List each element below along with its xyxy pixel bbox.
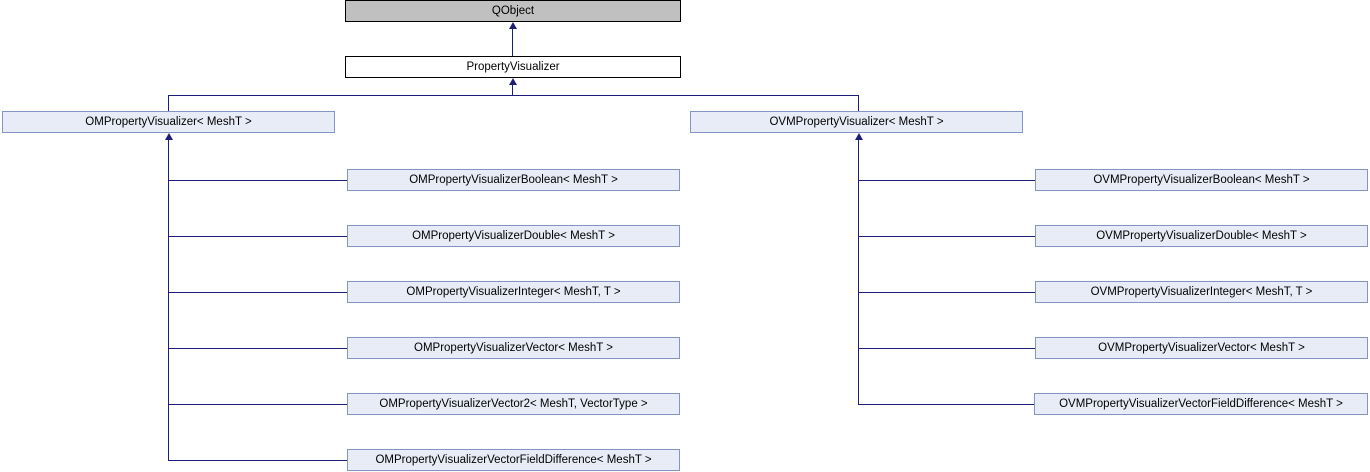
- class-node-label: PropertyVisualizer: [466, 61, 560, 73]
- edge-om-branch-1: [168, 236, 347, 237]
- class-node-propertyvisualizer[interactable]: PropertyVisualizer: [345, 56, 681, 78]
- arrowhead-om-base: [165, 133, 173, 140]
- class-node-label: OVMPropertyVisualizerVector< MeshT >: [1098, 342, 1305, 354]
- arrowhead-qobject: [509, 22, 517, 29]
- class-node-ovm-derived-4[interactable]: OVMPropertyVisualizerVectorFieldDifferen…: [1034, 393, 1368, 415]
- edge-ovm-branch-0: [858, 180, 1035, 181]
- class-node-label: OVMPropertyVisualizerBoolean< MeshT >: [1093, 174, 1310, 186]
- arrowhead-propertyvisualizer: [509, 78, 517, 85]
- edge-ovm-branch-1: [858, 236, 1035, 237]
- edge-om-branch-3: [168, 348, 347, 349]
- edge-ovm-branch-3: [858, 348, 1035, 349]
- class-node-om-derived-0[interactable]: OMPropertyVisualizerBoolean< MeshT >: [347, 169, 680, 191]
- class-node-label: OMPropertyVisualizerVector< MeshT >: [414, 342, 613, 354]
- class-node-label: OMPropertyVisualizerVector2< MeshT, Vect…: [379, 398, 648, 410]
- class-node-ovm-derived-0[interactable]: OVMPropertyVisualizerBoolean< MeshT >: [1035, 169, 1368, 191]
- class-node-om-property-visualizer[interactable]: OMPropertyVisualizer< MeshT >: [2, 111, 335, 133]
- arrowhead-ovm-base: [855, 133, 863, 140]
- edge-ovm-branch-2: [858, 292, 1035, 293]
- edge-om-branch-4: [168, 404, 347, 405]
- class-node-label: OVMPropertyVisualizerVectorFieldDifferen…: [1059, 398, 1343, 410]
- edge-qobject-propertyvisualizer: [512, 29, 513, 56]
- class-node-ovm-property-visualizer[interactable]: OVMPropertyVisualizer< MeshT >: [690, 111, 1023, 133]
- edge-ovm-trunk: [858, 140, 859, 404]
- class-node-label: OMPropertyVisualizerBoolean< MeshT >: [409, 174, 618, 186]
- class-node-om-derived-4[interactable]: OMPropertyVisualizerVector2< MeshT, Vect…: [347, 393, 680, 415]
- class-node-om-derived-3[interactable]: OMPropertyVisualizerVector< MeshT >: [347, 337, 680, 359]
- class-node-label: OVMPropertyVisualizerInteger< MeshT, T >: [1090, 286, 1313, 298]
- edge-om-branch-0: [168, 180, 347, 181]
- class-node-label: OMPropertyVisualizerInteger< MeshT, T >: [406, 286, 621, 298]
- class-node-label: OVMPropertyVisualizerDouble< MeshT >: [1096, 230, 1307, 242]
- edge-om-branch-2: [168, 292, 347, 293]
- edge-bus-drop-right: [858, 95, 859, 111]
- class-node-om-derived-2[interactable]: OMPropertyVisualizerInteger< MeshT, T >: [347, 281, 680, 303]
- class-node-ovm-derived-3[interactable]: OVMPropertyVisualizerVector< MeshT >: [1035, 337, 1368, 359]
- class-node-label: QObject: [491, 5, 535, 17]
- edge-om-branch-5: [168, 460, 347, 461]
- class-node-label: OMPropertyVisualizer< MeshT >: [85, 116, 252, 128]
- class-node-label: OMPropertyVisualizerDouble< MeshT >: [412, 230, 615, 242]
- class-node-ovm-derived-1[interactable]: OVMPropertyVisualizerDouble< MeshT >: [1035, 225, 1368, 247]
- class-node-om-derived-1[interactable]: OMPropertyVisualizerDouble< MeshT >: [347, 225, 680, 247]
- edge-om-trunk: [168, 140, 169, 461]
- edge-propertyvisualizer-stem: [512, 85, 513, 96]
- class-node-ovm-derived-2[interactable]: OVMPropertyVisualizerInteger< MeshT, T >: [1035, 281, 1368, 303]
- edge-ovm-branch-4: [858, 404, 1034, 405]
- class-node-label: OVMPropertyVisualizer< MeshT >: [769, 116, 944, 128]
- edge-bus-horizontal: [168, 95, 859, 96]
- edge-bus-drop-left: [168, 95, 169, 111]
- class-node-label: OMPropertyVisualizerVectorFieldDifferenc…: [375, 454, 652, 466]
- class-node-om-derived-5[interactable]: OMPropertyVisualizerVectorFieldDifferenc…: [347, 449, 680, 471]
- class-node-qobject[interactable]: QObject: [345, 0, 681, 22]
